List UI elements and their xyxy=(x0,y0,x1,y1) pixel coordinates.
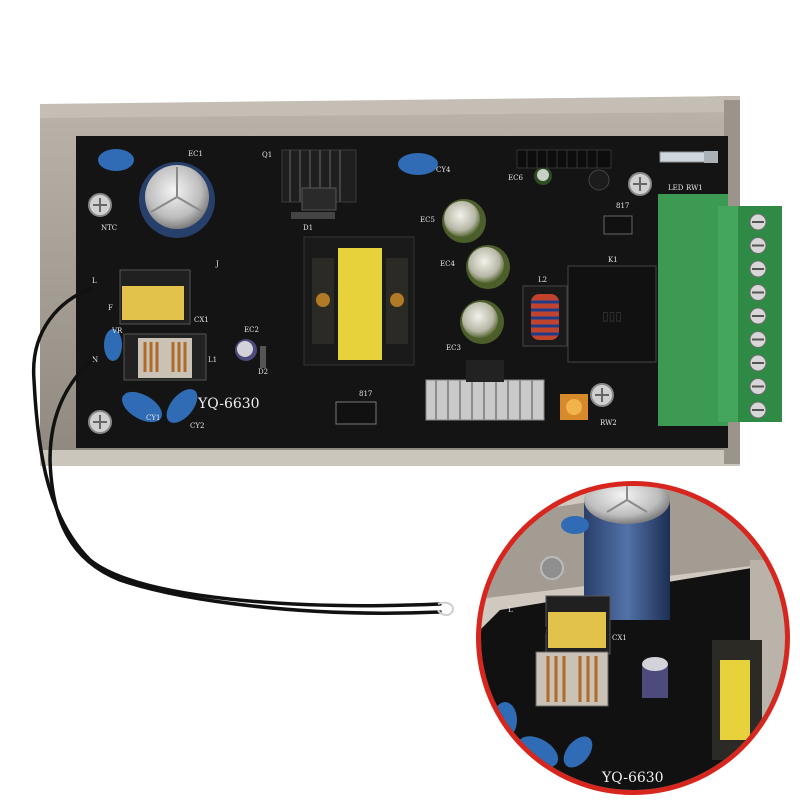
svg-text:EC5: EC5 xyxy=(420,216,435,224)
svg-text:RW1: RW1 xyxy=(686,184,703,192)
film-capacitor xyxy=(98,149,134,171)
mounting-screw xyxy=(590,383,614,407)
capacitor-ec6 xyxy=(534,167,552,185)
svg-text:817: 817 xyxy=(359,390,372,398)
power-wires xyxy=(31,286,442,615)
heatsink-bottom xyxy=(425,360,545,421)
svg-text:EC4: EC4 xyxy=(440,260,455,268)
zoom-label-l: L xyxy=(508,606,513,614)
svg-text:CY1: CY1 xyxy=(146,414,160,422)
zoom-label-cx1: CX1 xyxy=(612,634,627,642)
svg-text:NTC: NTC xyxy=(101,224,117,232)
svg-text:L: L xyxy=(92,277,97,285)
svg-text:Q1: Q1 xyxy=(262,151,272,159)
svg-text:RW2: RW2 xyxy=(600,419,617,427)
svg-text:CY4: CY4 xyxy=(436,166,451,174)
svg-text:EC3: EC3 xyxy=(446,344,461,352)
svg-text:EC2: EC2 xyxy=(244,326,259,334)
board-model-label: YQ-6630 xyxy=(197,396,260,412)
pin-header xyxy=(516,149,612,169)
svg-text:LED: LED xyxy=(668,184,684,192)
capacitor-ec3 xyxy=(460,300,504,344)
svg-text:VR: VR xyxy=(111,327,123,335)
capacitor-ec5 xyxy=(442,199,486,243)
capacitor-ec4 xyxy=(466,245,510,289)
svg-text:EC1: EC1 xyxy=(188,150,203,158)
led-indicator xyxy=(659,151,718,163)
film-capacitor xyxy=(104,329,122,361)
diode-d1 xyxy=(291,212,335,219)
svg-text:817: 817 xyxy=(616,202,629,210)
inductor-l2 xyxy=(522,285,568,347)
diode-d2 xyxy=(260,346,266,368)
inductor-l1 xyxy=(123,333,207,381)
svg-text:▯▯▯: ▯▯▯ xyxy=(602,309,622,323)
wire-tip xyxy=(437,601,454,617)
svg-text:K1: K1 xyxy=(608,256,618,264)
svg-text:L1: L1 xyxy=(208,356,217,364)
svg-text:J: J xyxy=(215,260,219,268)
mounting-screw xyxy=(88,193,112,217)
svg-text:CY2: CY2 xyxy=(190,422,204,430)
mounting-screw xyxy=(628,172,652,196)
zoom-inset: CX1 CY1 CY2 L YQ-6630 xyxy=(476,481,790,795)
optocoupler-817 xyxy=(603,215,633,235)
heatsink-q1 xyxy=(281,149,357,211)
optocoupler-817 xyxy=(335,401,377,425)
svg-text:CX1: CX1 xyxy=(194,316,209,324)
capacitor-ec2 xyxy=(235,339,257,361)
transistor xyxy=(588,169,610,191)
transformer xyxy=(303,236,415,366)
film-capacitor-cy4 xyxy=(398,153,438,175)
capacitor-ec1 xyxy=(139,162,215,238)
svg-text:L2: L2 xyxy=(538,276,547,284)
svg-text:D1: D1 xyxy=(303,224,313,232)
terminal-block xyxy=(658,194,782,426)
zoom-label-cy1: CY1 xyxy=(540,784,554,792)
silkscreen-labels: EC1 Q1 CY4 EC6 LED RW1 817 NTC D1 EC5 EC… xyxy=(92,150,703,430)
capacitor-cx1 xyxy=(119,269,191,325)
film-capacitor-cy2 xyxy=(166,389,198,423)
svg-text:D2: D2 xyxy=(258,368,268,376)
zoom-model-label: YQ-6630 xyxy=(601,770,664,786)
zoom-label-cy2: CY2 xyxy=(566,784,580,792)
relay-k1: ▯▯▯ xyxy=(567,265,657,363)
potentiometer-rw2 xyxy=(560,394,588,420)
svg-text:F: F xyxy=(108,304,113,312)
svg-text:N: N xyxy=(92,356,98,364)
svg-text:EC6: EC6 xyxy=(508,174,523,182)
film-capacitor-cy1 xyxy=(122,391,162,423)
mounting-screw xyxy=(88,410,112,434)
